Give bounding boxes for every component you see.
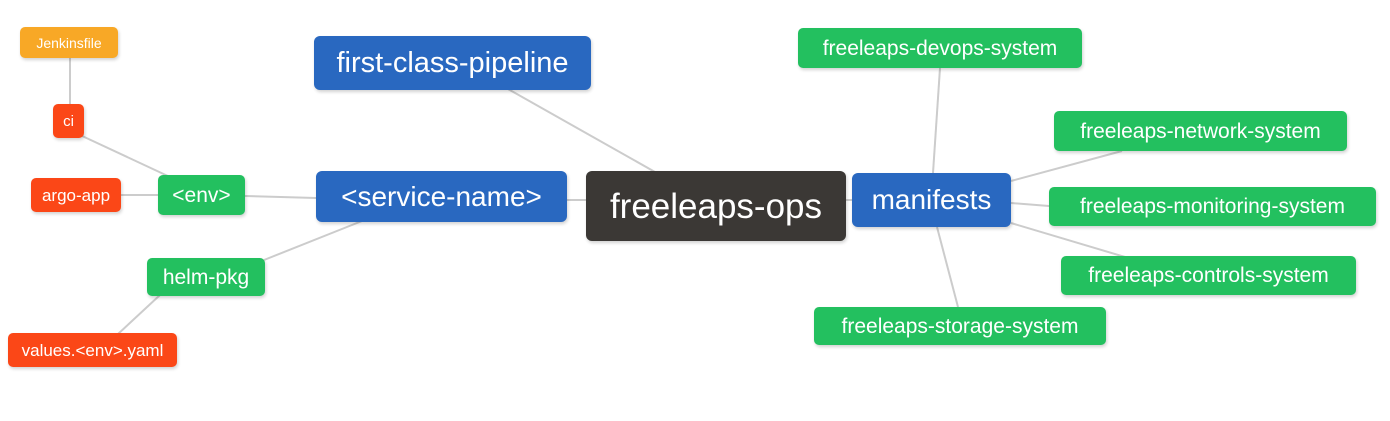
edge-manifests-devops: [932, 67, 941, 174]
node-freeleaps-monitoring-system[interactable]: freeleaps-monitoring-system: [1049, 187, 1376, 226]
node-freeleaps-controls-system[interactable]: freeleaps-controls-system: [1061, 256, 1356, 295]
edge-env-service-name: [244, 195, 317, 199]
node-freeleaps-network-system[interactable]: freeleaps-network-system: [1054, 111, 1347, 151]
node-freeleaps-storage-system[interactable]: freeleaps-storage-system: [814, 307, 1106, 345]
edge-manifests-monitoring: [1010, 202, 1050, 207]
node-freeleaps-devops-system[interactable]: freeleaps-devops-system: [798, 28, 1082, 68]
node-jenkinsfile[interactable]: Jenkinsfile: [20, 27, 118, 58]
node-env[interactable]: <env>: [158, 175, 245, 215]
node-first-class-pipeline[interactable]: first-class-pipeline: [314, 36, 591, 90]
node-manifests[interactable]: manifests: [852, 173, 1011, 227]
edge-manifests-controls: [1010, 222, 1126, 258]
node-freeleaps-ops-root[interactable]: freeleaps-ops: [586, 171, 846, 241]
edge-ci-env: [79, 134, 171, 178]
node-helm-pkg[interactable]: helm-pkg: [147, 258, 265, 296]
edge-manifests-network: [1010, 150, 1123, 182]
edge-values-helm-pkg: [117, 294, 161, 335]
node-argo-app[interactable]: argo-app: [31, 178, 121, 212]
edge-helm-pkg-service-name: [263, 220, 363, 261]
node-service-name[interactable]: <service-name>: [316, 171, 567, 222]
node-ci[interactable]: ci: [53, 104, 84, 138]
edge-manifests-storage: [936, 226, 959, 308]
node-values-env-yaml[interactable]: values.<env>.yaml: [8, 333, 177, 367]
edge-pipeline-ops: [507, 88, 656, 173]
